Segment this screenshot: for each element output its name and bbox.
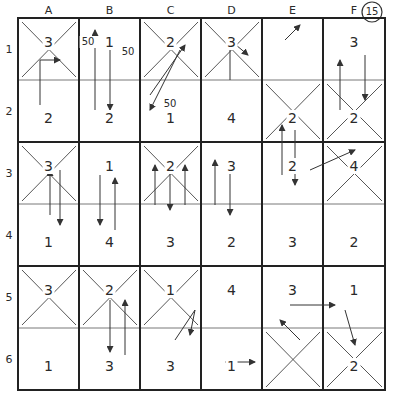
row-number: 1 <box>4 43 15 56</box>
note-value: 50 <box>162 98 179 110</box>
cell-digit: 3 <box>42 34 55 50</box>
column-letter: D <box>225 4 237 17</box>
cell-digit: 4 <box>103 234 116 250</box>
note-value: 50 <box>80 36 97 48</box>
cell-digit: 2 <box>348 234 361 250</box>
cell-digit: 4 <box>348 158 361 174</box>
cell-digit: 1 <box>42 358 55 374</box>
cell-digit: 1 <box>164 110 177 126</box>
row-number: 5 <box>4 291 15 304</box>
cell-digit: 1 <box>103 158 116 174</box>
row-number: 2 <box>4 105 15 118</box>
cell-digit: 3 <box>164 234 177 250</box>
column-letter: E <box>287 4 298 17</box>
cell-digit: 2 <box>42 110 55 126</box>
cell-digit: 3 <box>225 158 238 174</box>
cell-digit: 3 <box>348 34 361 50</box>
cell-digit: 2 <box>103 282 116 298</box>
column-letter: B <box>104 4 116 17</box>
cell-digit: 3 <box>225 34 238 50</box>
cell-digit: 3 <box>42 158 55 174</box>
column-letter: F <box>349 4 359 17</box>
cell-digit: 2 <box>286 110 299 126</box>
cell-digit: 2 <box>348 358 361 374</box>
cell-digit: 4 <box>225 282 238 298</box>
cell-digit: 1 <box>164 282 177 298</box>
cell-digit: 2 <box>103 110 116 126</box>
puzzle-number: 15 <box>364 6 381 18</box>
cell-digit: 2 <box>348 110 361 126</box>
cell-digit: 3 <box>103 358 116 374</box>
cell-digit: 3 <box>286 282 299 298</box>
cell-digit: 1 <box>348 282 361 298</box>
cell-digit: 1 <box>42 234 55 250</box>
cell-digit: 3 <box>286 234 299 250</box>
cell-digit: 2 <box>164 34 177 50</box>
cell-digit: 4 <box>225 110 238 126</box>
note-value: 50 <box>120 46 137 58</box>
row-number: 6 <box>4 353 15 366</box>
row-number: 3 <box>4 167 15 180</box>
column-letter: A <box>43 4 55 17</box>
column-letter: C <box>165 4 177 17</box>
cell-digit: 2 <box>225 234 238 250</box>
cell-digit: 2 <box>164 158 177 174</box>
row-number: 4 <box>4 229 15 242</box>
cell-digit: 1 <box>103 34 116 50</box>
cell-digit: 3 <box>42 282 55 298</box>
cell-digit: 1 <box>225 358 238 374</box>
cell-digit: 2 <box>286 158 299 174</box>
cell-digit: 3 <box>164 358 177 374</box>
